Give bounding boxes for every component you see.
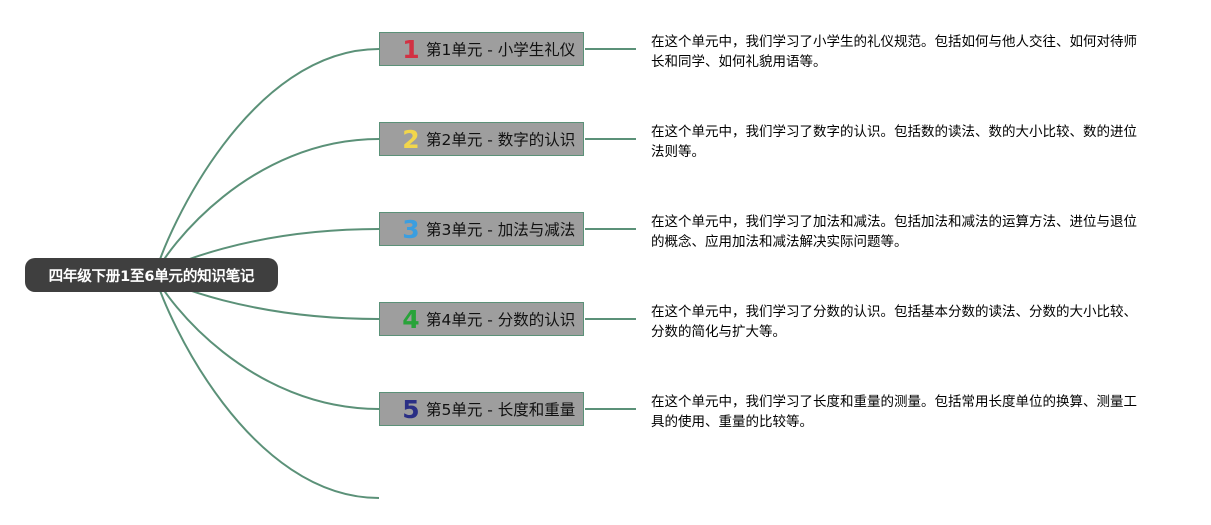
unit-2-label: 第2单元 - 数字的认识 (426, 131, 576, 149)
number-3-icon: 3 (402, 214, 420, 244)
unit-1-node[interactable]: 1 第1单元 - 小学生礼仪 (379, 32, 584, 66)
central-topic[interactable]: 四年级下册1至6单元的知识笔记 (25, 258, 278, 292)
branch-line-1 (154, 48, 380, 276)
number-5-icon: 5 (402, 394, 420, 424)
unit-1-label: 第1单元 - 小学生礼仪 (426, 41, 576, 59)
unit-3-node[interactable]: 3 第3单元 - 加法与减法 (379, 212, 584, 246)
central-topic-label: 四年级下册1至6单元的知识笔记 (48, 268, 255, 285)
number-2-icon: 2 (402, 124, 420, 154)
number-1-icon: 1 (402, 34, 420, 64)
unit-2-node[interactable]: 2 第2单元 - 数字的认识 (379, 122, 584, 156)
branch-line-2 (154, 138, 380, 276)
unit-4-node[interactable]: 4 第4单元 - 分数的认识 (379, 302, 584, 336)
unit-5-node[interactable]: 5 第5单元 - 长度和重量 (379, 392, 584, 426)
branch-line-6 (154, 274, 380, 499)
unit-5-label: 第5单元 - 长度和重量 (426, 401, 576, 419)
number-4-icon: 4 (402, 304, 420, 334)
unit-4-description[interactable]: 在这个单元中，我们学习了分数的认识。包括基本分数的读法、分数的大小比较、分数的简… (651, 304, 1137, 340)
branch-line-5 (154, 274, 380, 410)
unit-1-description[interactable]: 在这个单元中，我们学习了小学生的礼仪规范。包括如何与他人交往、如何对待师长和同学… (651, 34, 1137, 70)
unit-5-description[interactable]: 在这个单元中，我们学习了长度和重量的测量。包括常用长度单位的换算、测量工具的使用… (651, 394, 1137, 430)
unit-2-description[interactable]: 在这个单元中，我们学习了数字的认识。包括数的读法、数的大小比较、数的进位法则等。 (651, 124, 1137, 160)
unit-4-label: 第4单元 - 分数的认识 (426, 311, 576, 329)
unit-3-description[interactable]: 在这个单元中，我们学习了加法和减法。包括加法和减法的运算方法、进位与退位的概念、… (651, 214, 1137, 250)
unit-3-label: 第3单元 - 加法与减法 (426, 221, 576, 239)
